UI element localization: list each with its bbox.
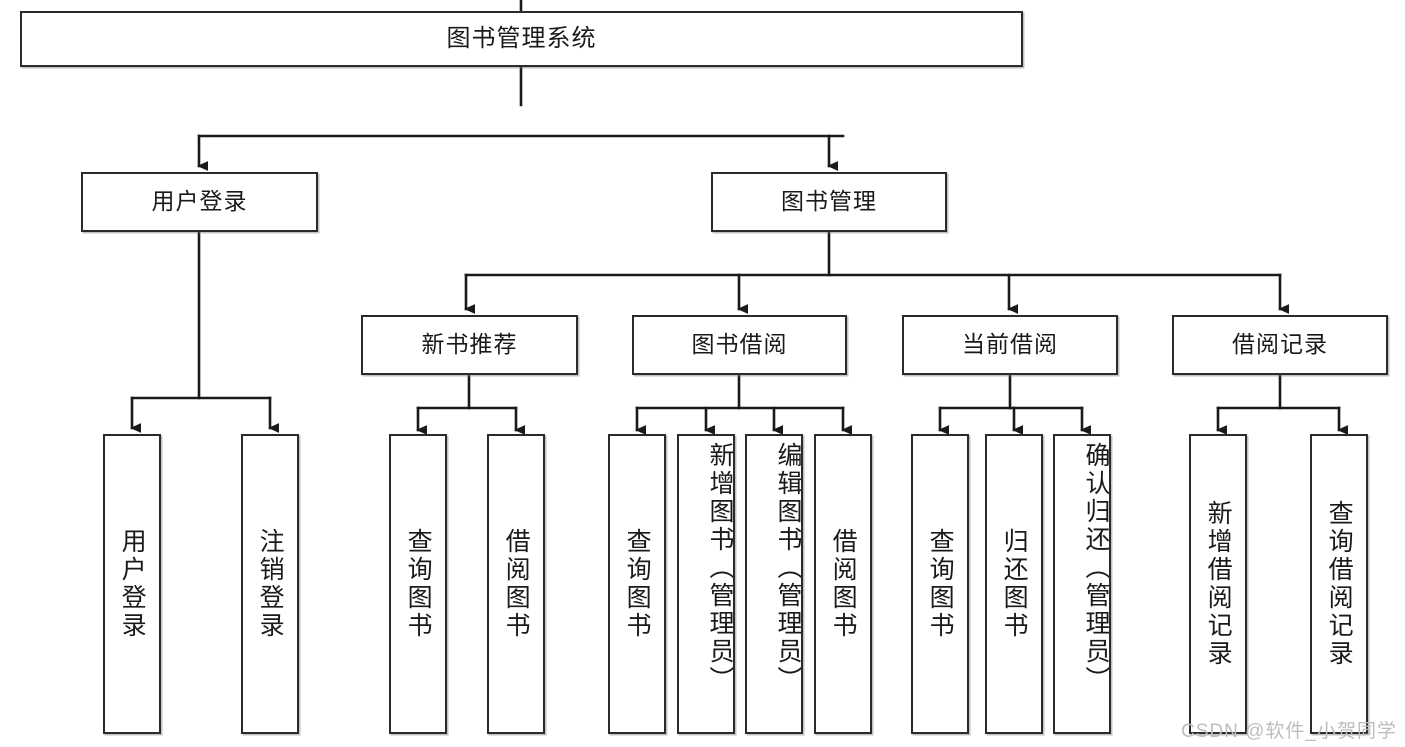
leaf-label: 借阅图书 bbox=[829, 528, 858, 640]
leaf-label: 查询图书 bbox=[404, 528, 433, 640]
leaf-label: 用户登录 bbox=[118, 528, 147, 640]
leaf-user-login[interactable]: 用户登录 bbox=[103, 434, 161, 734]
leaf-confirm-return-admin[interactable]: 确认归还（管理员） bbox=[1053, 434, 1111, 734]
leaf-label: 确认归还（管理员） bbox=[1082, 442, 1110, 694]
leaf-query-book-borrow[interactable]: 查询图书 bbox=[608, 434, 666, 734]
leaf-query-borrow-record[interactable]: 查询借阅记录 bbox=[1310, 434, 1368, 734]
node-borrow-record[interactable]: 借阅记录 bbox=[1172, 315, 1388, 375]
leaf-return-book[interactable]: 归还图书 bbox=[985, 434, 1043, 734]
node-book-borrow[interactable]: 图书借阅 bbox=[632, 315, 847, 375]
leaf-label: 新增图书（管理员） bbox=[706, 442, 734, 694]
leaf-query-book-current[interactable]: 查询图书 bbox=[911, 434, 969, 734]
node-label: 新书推荐 bbox=[421, 331, 518, 358]
leaf-label: 查询图书 bbox=[623, 528, 652, 640]
node-label: 图书借阅 bbox=[691, 331, 788, 358]
node-label: 当前借阅 bbox=[962, 331, 1058, 358]
leaf-label: 编辑图书（管理员） bbox=[774, 442, 802, 694]
leaf-label: 新增借阅记录 bbox=[1204, 500, 1233, 668]
leaf-borrow-book[interactable]: 借阅图书 bbox=[814, 434, 872, 734]
leaf-label: 查询图书 bbox=[926, 528, 955, 640]
leaf-edit-book-admin[interactable]: 编辑图书（管理员） bbox=[745, 434, 803, 734]
leaf-add-book-admin[interactable]: 新增图书（管理员） bbox=[677, 434, 735, 734]
leaf-borrow-book-recommend[interactable]: 借阅图书 bbox=[487, 434, 545, 734]
leaf-query-book-recommend[interactable]: 查询图书 bbox=[389, 434, 447, 734]
leaf-label: 查询借阅记录 bbox=[1325, 500, 1354, 668]
node-root-system[interactable]: 图书管理系统 bbox=[20, 11, 1023, 67]
leaf-add-borrow-record[interactable]: 新增借阅记录 bbox=[1189, 434, 1247, 734]
leaf-label: 归还图书 bbox=[1000, 528, 1029, 640]
node-label: 图书管理系统 bbox=[446, 24, 597, 52]
node-new-book-recommend[interactable]: 新书推荐 bbox=[361, 315, 578, 375]
node-book-management[interactable]: 图书管理 bbox=[711, 172, 947, 232]
node-user-login[interactable]: 用户登录 bbox=[81, 172, 318, 232]
node-current-borrow[interactable]: 当前借阅 bbox=[902, 315, 1118, 375]
leaf-label: 借阅图书 bbox=[502, 528, 531, 640]
node-label: 借阅记录 bbox=[1232, 331, 1328, 358]
node-label: 图书管理 bbox=[781, 188, 877, 215]
leaf-logout[interactable]: 注销登录 bbox=[241, 434, 299, 734]
leaf-label: 注销登录 bbox=[256, 528, 285, 640]
node-label: 用户登录 bbox=[151, 188, 248, 215]
